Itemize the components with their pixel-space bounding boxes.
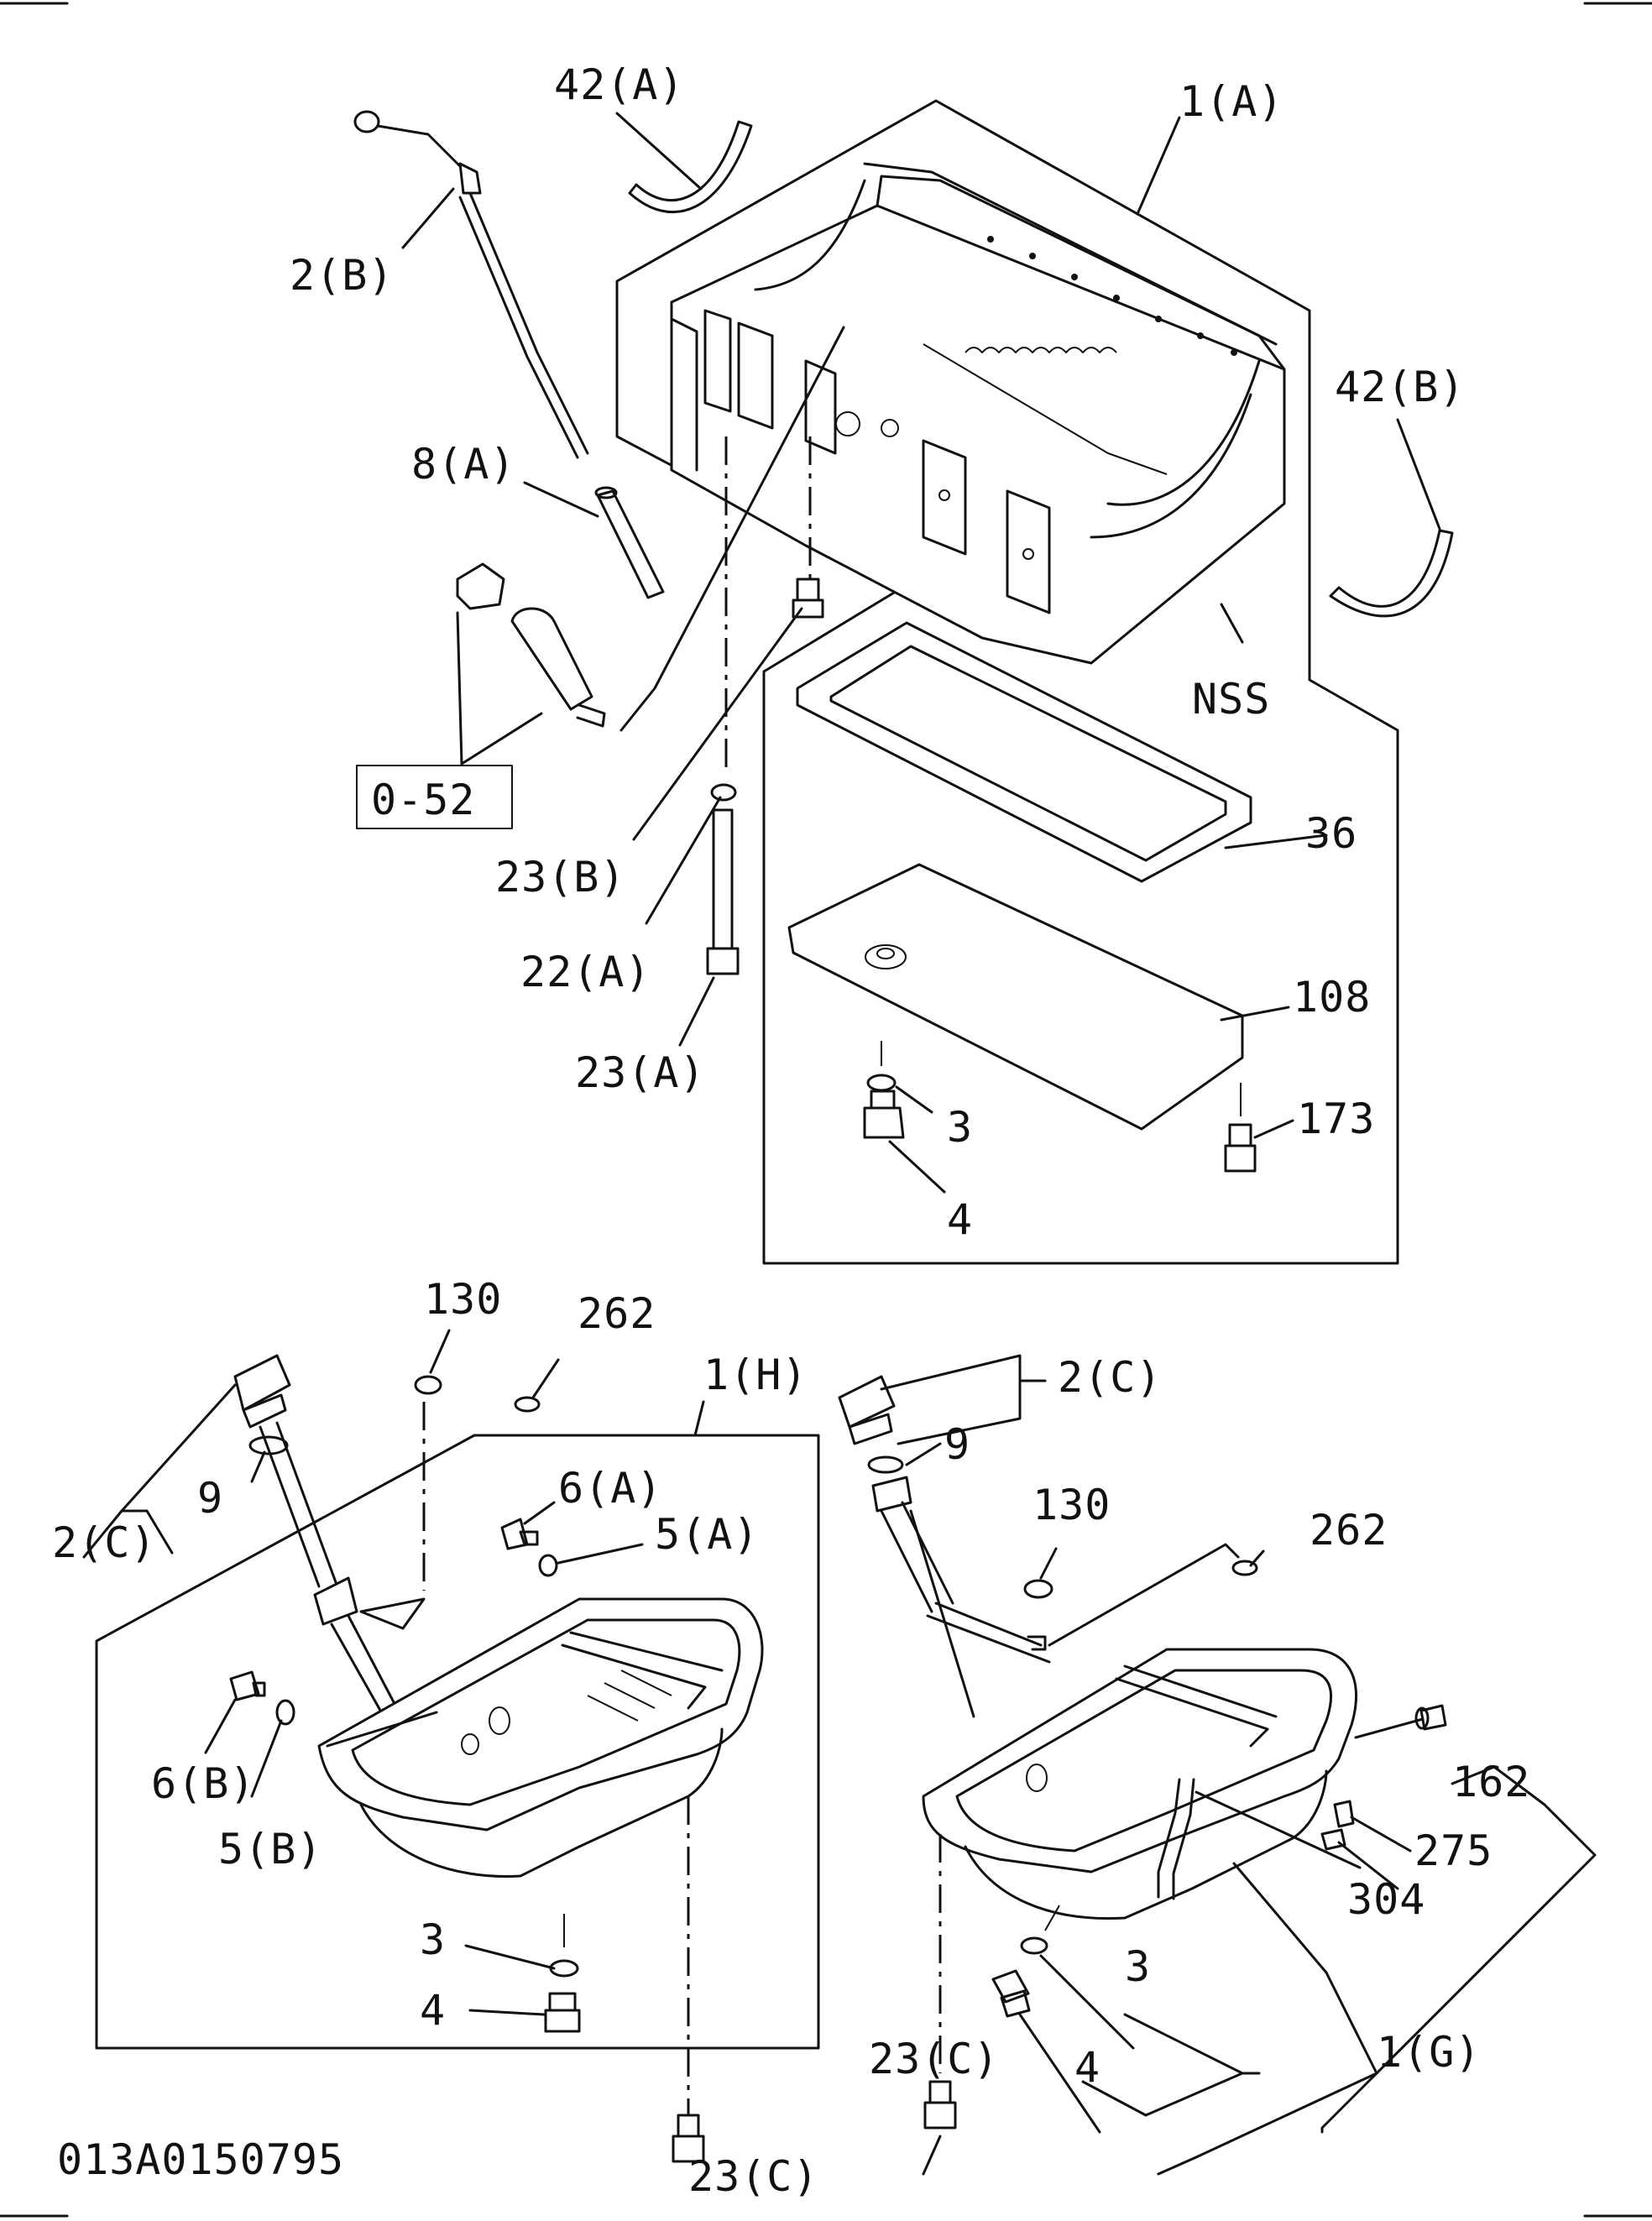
washer-5a-part bbox=[538, 1554, 558, 1577]
label-2b: 2(B) bbox=[290, 251, 394, 300]
label-4-left: 4 bbox=[420, 1986, 446, 2035]
snap-ring-22a-part bbox=[710, 783, 737, 802]
drain-plug-4-right-part bbox=[991, 1969, 1031, 2018]
label-6a: 6(A) bbox=[558, 1464, 662, 1513]
label-3-top: 3 bbox=[947, 1103, 973, 1152]
label-275: 275 bbox=[1414, 1826, 1493, 1875]
bolt-23c-left-part bbox=[672, 2114, 705, 2163]
label-173: 173 bbox=[1297, 1095, 1375, 1143]
bolt-23a-part bbox=[706, 808, 740, 975]
cylinder-block-part bbox=[670, 162, 1286, 665]
label-42a: 42(A) bbox=[554, 60, 685, 109]
label-4-top: 4 bbox=[947, 1195, 973, 1244]
bolt-6b-part bbox=[229, 1670, 266, 1701]
oil-pan-right-part bbox=[922, 1648, 1358, 1921]
reference-box bbox=[356, 765, 513, 829]
label-3-right: 3 bbox=[1125, 1942, 1151, 1991]
dipstick-2b-part bbox=[353, 110, 589, 459]
bolt-23b-part bbox=[792, 577, 824, 619]
label-36: 36 bbox=[1305, 809, 1357, 858]
label-5b: 5(B) bbox=[218, 1825, 322, 1873]
label-130-left: 130 bbox=[424, 1275, 502, 1324]
label-130-right: 130 bbox=[1032, 1481, 1111, 1529]
washer-262-left-part bbox=[514, 1396, 541, 1413]
washer-5b-part bbox=[275, 1699, 295, 1726]
label-22a: 22(A) bbox=[520, 948, 651, 996]
label-262-right: 262 bbox=[1310, 1506, 1388, 1555]
label-3-left: 3 bbox=[420, 1915, 446, 1964]
label-108: 108 bbox=[1293, 973, 1371, 1022]
plate-108-part bbox=[787, 863, 1244, 1131]
group-outline-1h bbox=[95, 1434, 820, 2050]
label-9-left: 9 bbox=[197, 1474, 223, 1523]
label-2c-right: 2(C) bbox=[1058, 1353, 1162, 1402]
reference-box-label: 0-52 bbox=[371, 776, 475, 824]
label-42b: 42(B) bbox=[1335, 363, 1466, 411]
callout-labels: 42(A) 1(A) 2(B) 42(B) 8(A) NSS 0-52 36 2… bbox=[52, 60, 1530, 2201]
label-2c-left: 2(C) bbox=[52, 1518, 156, 1567]
label-23c-left: 23(C) bbox=[688, 2152, 819, 2201]
thrust-washer-42b-part bbox=[1329, 529, 1454, 618]
label-nss: NSS bbox=[1192, 675, 1270, 724]
drain-plug-4-top-part bbox=[863, 1090, 905, 1139]
oil-filler-part bbox=[456, 562, 606, 728]
washer-3-top-part bbox=[866, 1074, 897, 1092]
fitting-304-part bbox=[1320, 1828, 1346, 1851]
drain-plug-4-left-part bbox=[544, 1992, 581, 2033]
top-leaders bbox=[401, 112, 1441, 1194]
label-9-right: 9 bbox=[944, 1420, 970, 1469]
label-6b: 6(B) bbox=[151, 1759, 255, 1808]
label-162: 162 bbox=[1452, 1758, 1530, 1806]
label-23b: 23(B) bbox=[495, 853, 626, 901]
label-1g: 1(G) bbox=[1377, 2028, 1481, 2077]
bolt-173-part bbox=[1224, 1123, 1257, 1173]
label-1a: 1(A) bbox=[1179, 77, 1283, 126]
label-23c-right: 23(C) bbox=[869, 2035, 1000, 2083]
left-assembly bbox=[82, 1329, 820, 2163]
label-5a: 5(A) bbox=[655, 1510, 759, 1559]
label-8a: 8(A) bbox=[411, 440, 515, 489]
oil-pan-left-part bbox=[317, 1597, 764, 1879]
filler-tube-left-part bbox=[233, 1354, 426, 1722]
top-assembly bbox=[353, 99, 1454, 1265]
washer-262-right-part bbox=[1231, 1560, 1258, 1576]
plug-275-part bbox=[1333, 1800, 1355, 1828]
left-leaders bbox=[82, 1329, 705, 2016]
gasket-36-part bbox=[796, 621, 1252, 883]
label-4-right: 4 bbox=[1074, 2043, 1100, 2092]
right-leaders bbox=[880, 1354, 1597, 2176]
seal-130-left-part bbox=[414, 1375, 442, 1395]
sleeve-8a-part bbox=[596, 489, 665, 599]
label-304: 304 bbox=[1347, 1875, 1425, 1924]
label-1h: 1(H) bbox=[703, 1351, 808, 1399]
diagram-id: 013A0150795 bbox=[57, 2135, 344, 2184]
right-assembly bbox=[838, 1354, 1597, 2176]
seal-130-right-part bbox=[1023, 1579, 1053, 1599]
washer-3-right-part bbox=[1020, 1936, 1048, 1955]
thrust-washer-42a-part bbox=[628, 120, 753, 214]
bolt-23c-right-part bbox=[923, 2080, 957, 2130]
label-262-left: 262 bbox=[578, 1289, 656, 1338]
label-23a: 23(A) bbox=[575, 1048, 706, 1097]
bolt-6a-part bbox=[500, 1518, 539, 1550]
